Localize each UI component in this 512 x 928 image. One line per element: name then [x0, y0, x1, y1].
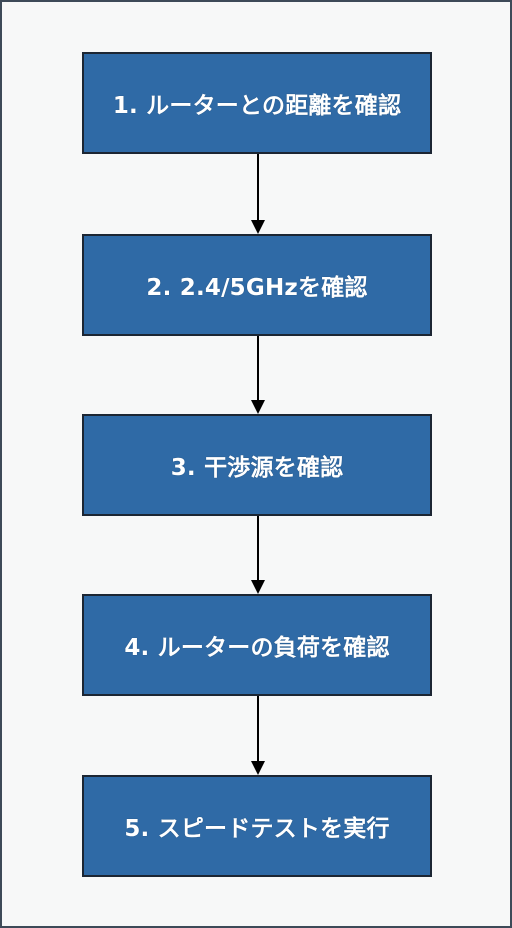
step-3-label: 3. 干渉源を確認	[170, 455, 344, 481]
step-4-box: 4. ルーターの負荷を確認	[82, 594, 432, 696]
arrow-down-icon	[251, 696, 265, 775]
arrow-down-icon	[251, 336, 265, 414]
step-3-box: 3. 干渉源を確認	[82, 414, 432, 516]
step-2-label: 2. 2.4/5GHzを確認	[146, 275, 368, 301]
arrow-1-to-2	[250, 154, 266, 234]
arrow-down-icon	[251, 154, 265, 234]
arrow-4-to-5	[250, 696, 266, 775]
arrow-3-to-4	[250, 516, 266, 594]
step-2-box: 2. 2.4/5GHzを確認	[82, 234, 432, 336]
step-5-label: 5. スピードテストを実行	[124, 816, 390, 842]
arrow-2-to-3	[250, 336, 266, 414]
step-5-box: 5. スピードテストを実行	[82, 775, 432, 877]
arrow-down-icon	[251, 516, 265, 594]
step-1-label: 1. ルーターとの距離を確認	[112, 93, 402, 119]
step-4-label: 4. ルーターの負荷を確認	[124, 635, 390, 661]
step-1-box: 1. ルーターとの距離を確認	[82, 52, 432, 154]
